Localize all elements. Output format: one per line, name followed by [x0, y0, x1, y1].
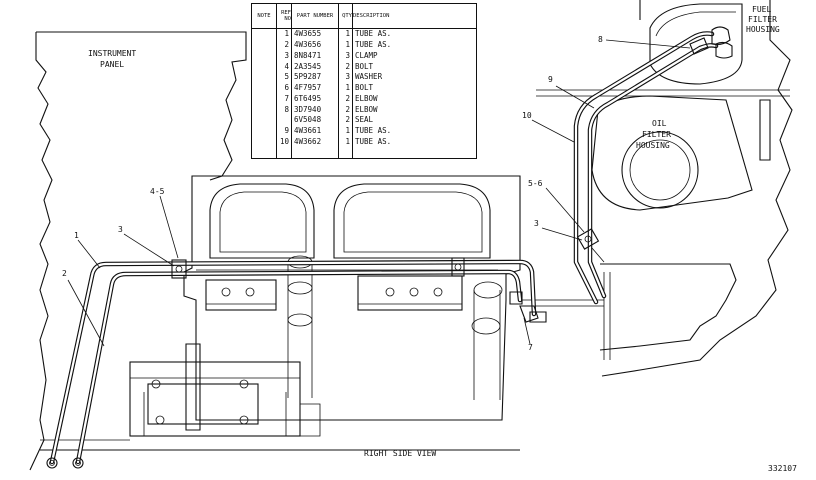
tube-10 — [573, 31, 715, 305]
instrument-panel-label-line1: INSTRUMENT — [88, 49, 136, 58]
tube-9 — [587, 43, 719, 299]
callout-7: 7 — [528, 343, 533, 352]
header-qty: QTY — [338, 4, 353, 29]
ref-cell — [276, 114, 292, 126]
callout-5-6: 5-6 — [528, 179, 543, 188]
header-ref: REF NO — [276, 4, 292, 29]
part-cell: 4W3662 — [291, 136, 339, 148]
qty-cell: 3 — [338, 71, 353, 83]
callout-1: 1 — [74, 231, 79, 240]
callout-3-right: 3 — [534, 219, 539, 228]
oil-filter-label-line3: HOUSING — [636, 141, 670, 150]
header-note: NOTE — [252, 4, 277, 29]
ref-cell: 8 — [276, 104, 292, 115]
table-filler-row — [252, 147, 476, 158]
desc-cell: TUBE AS. — [355, 40, 392, 50]
callout-8: 8 — [598, 35, 603, 44]
desc-cell: SEAL — [355, 115, 374, 125]
fuel-filter-label-line2: FILTER — [748, 15, 777, 24]
ref-cell: 6 — [276, 82, 292, 94]
part-cell: 8N8471 — [291, 50, 339, 62]
callout-4-5: 4-5 — [150, 187, 165, 196]
part-cell: 3D7940 — [291, 104, 339, 115]
figure-number: 332107 — [768, 464, 797, 473]
part-cell: 2A3545 — [291, 61, 339, 72]
instrument-panel-label-line2: PANEL — [100, 60, 124, 69]
callout-3-left: 3 — [118, 225, 123, 234]
desc-cell: WASHER — [355, 72, 383, 82]
qty-cell: 1 — [338, 125, 353, 137]
qty-cell: 1 — [338, 82, 353, 94]
callouts: 1 2 3 4-5 5-6 3 7 8 9 10 — [62, 35, 691, 352]
desc-cell: ELBOW — [355, 93, 378, 103]
desc-cell: TUBE AS. — [355, 29, 392, 39]
desc-cell: BOLT — [355, 61, 374, 71]
qty-cell: 1 — [338, 39, 353, 51]
clamps — [171, 228, 605, 279]
qty-cell: 2 — [338, 93, 353, 105]
ref-cell: 5 — [276, 71, 292, 83]
ref-cell: 4 — [276, 61, 292, 72]
desc-cell: BOLT — [355, 83, 374, 93]
qty-cell: 1 — [338, 136, 353, 148]
desc-cell: CLAMP — [355, 50, 378, 60]
instrument-panel: INSTRUMENT PANEL — [29, 31, 247, 471]
desc-cell: TUBE AS. — [355, 136, 392, 146]
part-cell: 6V5048 — [291, 114, 339, 126]
header-part-number: PART NUMBER — [291, 4, 339, 29]
engine-block — [40, 175, 521, 451]
fuel-filter-label-line1: FUEL — [752, 5, 771, 14]
callout-2: 2 — [62, 269, 67, 278]
part-cell: 6T6495 — [291, 93, 339, 105]
ref-cell: 3 — [276, 50, 292, 62]
filter-housings: FUEL FILTER HOUSING OIL FILTER HOUSING — [520, 0, 793, 377]
ref-cell: 2 — [276, 39, 292, 51]
part-cell: 4F7957 — [291, 82, 339, 94]
callout-10: 10 — [522, 111, 532, 120]
qty-cell: 2 — [338, 61, 353, 72]
ref-cell: 9 — [276, 125, 292, 137]
parts-table: NOTE REF NO PART NUMBER QTY DESCRIPTION … — [251, 3, 477, 159]
ref-cell: 1 — [276, 28, 292, 40]
callout-9: 9 — [548, 75, 553, 84]
qty-cell: 2 — [338, 104, 353, 115]
oil-filter-label-line1: OIL — [652, 119, 667, 128]
part-cell: 4W3656 — [291, 39, 339, 51]
header-description: DESCRIPTION — [352, 4, 476, 29]
desc-cell: TUBE AS. — [355, 126, 392, 136]
tube-assemblies — [46, 26, 733, 469]
parts-table-header: NOTE REF NO PART NUMBER QTY DESCRIPTION — [252, 4, 476, 29]
qty-cell: 1 — [338, 28, 353, 40]
part-cell: 4W3661 — [291, 125, 339, 137]
ref-cell: 7 — [276, 93, 292, 105]
view-title: RIGHT SIDE VIEW — [364, 449, 436, 458]
ref-cell: 10 — [276, 136, 292, 148]
part-cell: 4W3655 — [291, 28, 339, 40]
oil-filter-label-line2: FILTER — [642, 130, 671, 139]
qty-cell: 3 — [338, 50, 353, 62]
qty-cell: 2 — [338, 114, 353, 126]
desc-cell: ELBOW — [355, 104, 378, 114]
fuel-filter-label-line3: HOUSING — [746, 25, 780, 34]
part-cell: 5P9287 — [291, 71, 339, 83]
